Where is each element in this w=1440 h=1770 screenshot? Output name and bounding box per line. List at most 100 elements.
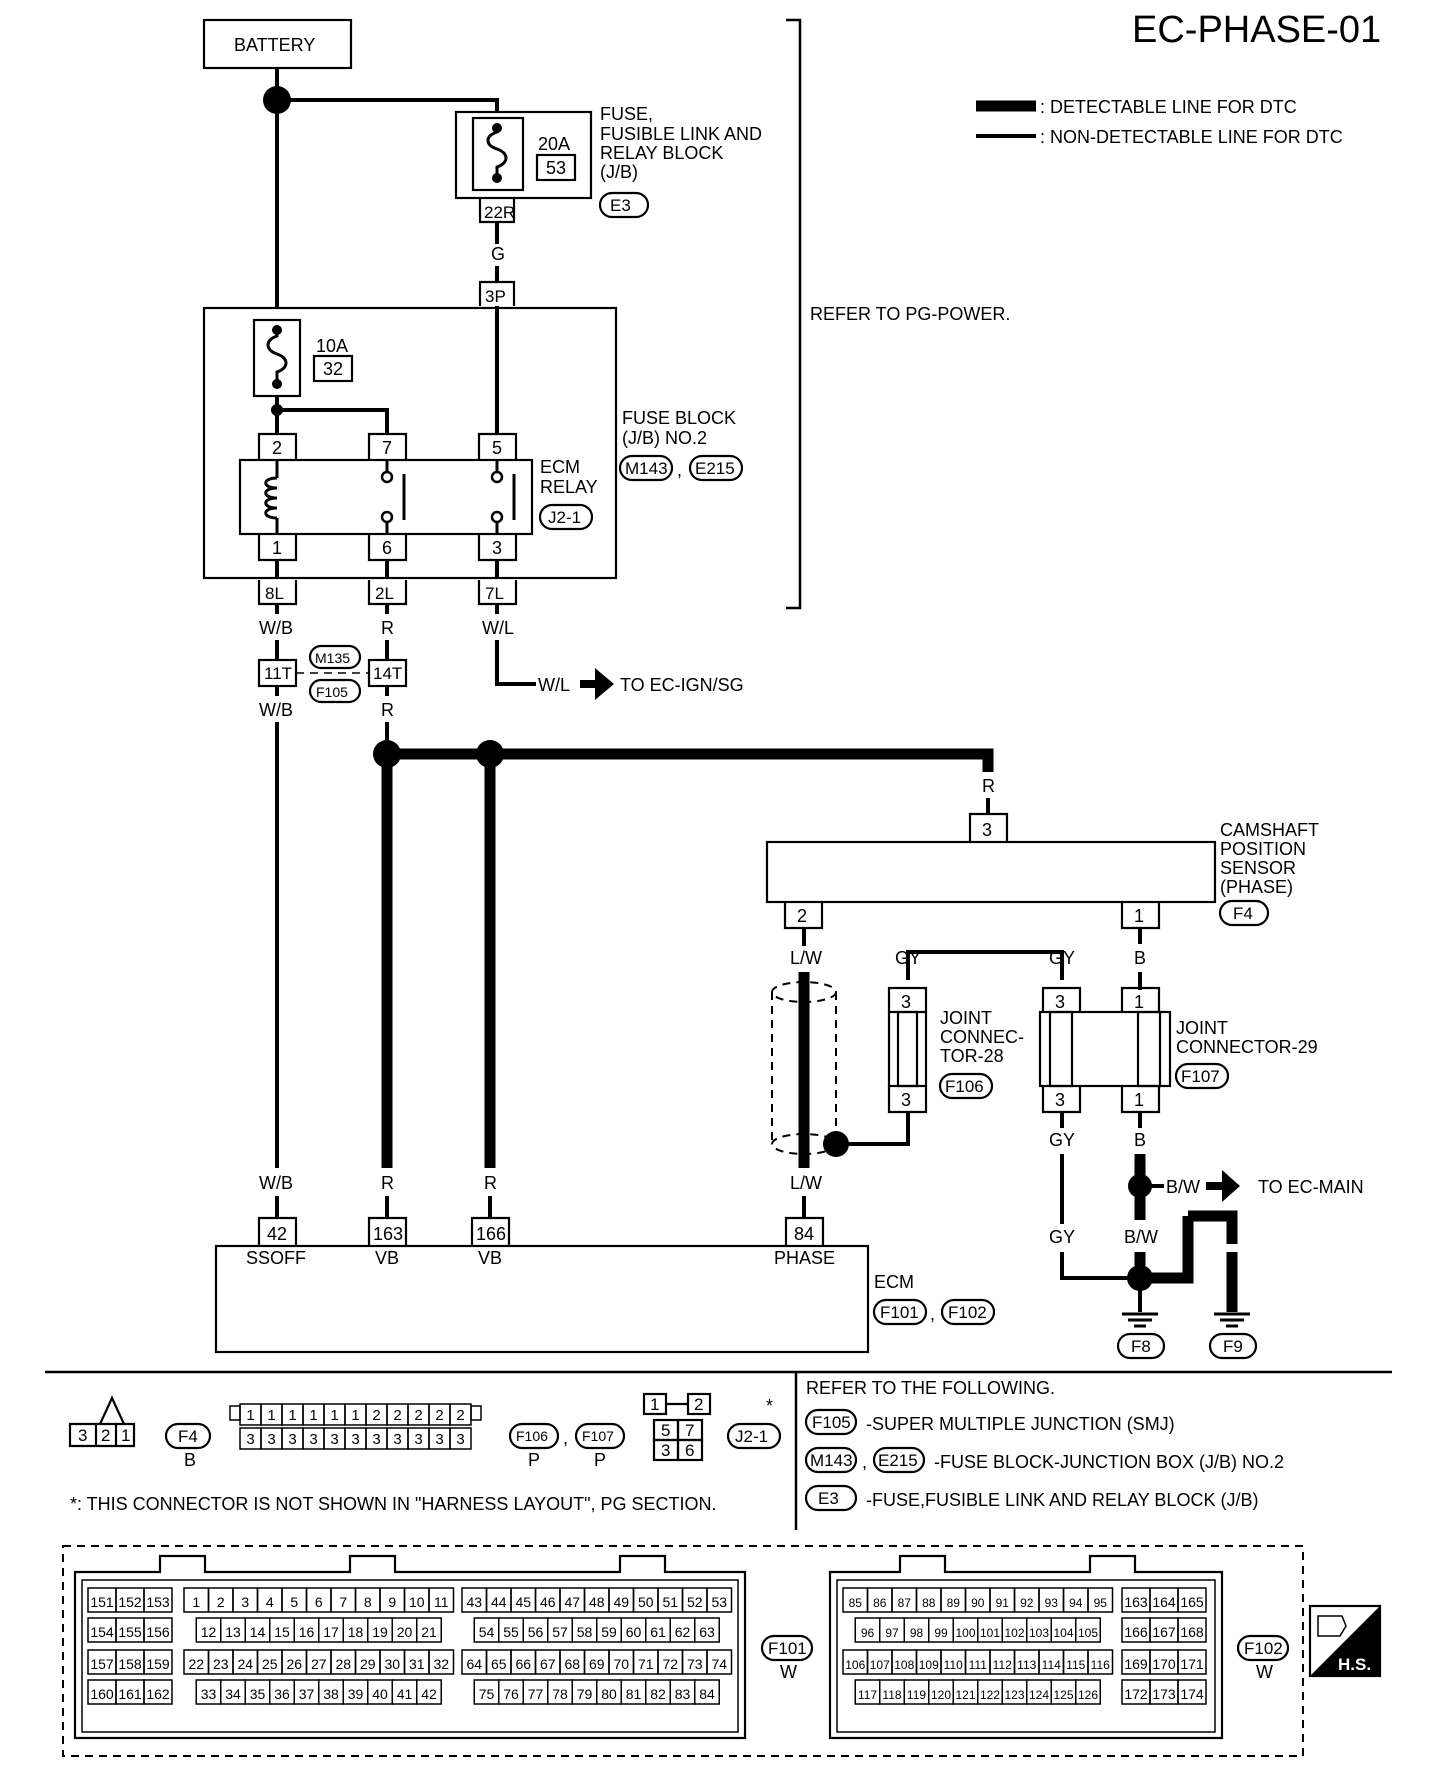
f106-view-pin: 1 bbox=[267, 1407, 275, 1424]
f102-pin: 122 bbox=[980, 1688, 1000, 1702]
connector-view-j21: 1 2 5 7 3 6 bbox=[642, 1392, 712, 1462]
connector-code-f101 bbox=[872, 1298, 928, 1326]
battery-label: BATTERY bbox=[234, 35, 315, 55]
connector-code-f105-text: F105 bbox=[316, 684, 348, 700]
relay-coil-icon bbox=[264, 476, 278, 520]
f101-pin: 19 bbox=[372, 1624, 388, 1640]
connector-code-f106-text: F106 bbox=[945, 1077, 984, 1096]
j21-view-code: J2-1 bbox=[735, 1427, 768, 1446]
f101-pin: 52 bbox=[687, 1594, 703, 1610]
f101-pin: 43 bbox=[466, 1594, 482, 1610]
ecm-pin-name-vb-1: VB bbox=[375, 1248, 399, 1268]
f101-pin: 8 bbox=[364, 1594, 372, 1610]
f102-pin: 169 bbox=[1124, 1656, 1148, 1672]
sensor-label-2: POSITION bbox=[1220, 839, 1306, 859]
connector-code-e215-text: E215 bbox=[695, 459, 735, 478]
f106-view-pin: 2 bbox=[456, 1407, 464, 1424]
wire-r-to-camshaft bbox=[387, 748, 994, 772]
f102-pin: 113 bbox=[1017, 1658, 1036, 1672]
connector-code-m143-text: M143 bbox=[625, 459, 668, 478]
f101-pin: 63 bbox=[699, 1624, 715, 1640]
ecm-pin-84: 84 bbox=[794, 1224, 814, 1244]
f102-pin: 86 bbox=[873, 1596, 887, 1610]
legend-nondetectable-label: : NON-DETECTABLE LINE FOR DTC bbox=[1040, 127, 1343, 147]
wire-color-wl-1: W/L bbox=[482, 618, 514, 638]
f106-view-pin: 3 bbox=[351, 1431, 359, 1448]
wire-gy-split bbox=[906, 950, 1064, 980]
terminal-14t: 14T bbox=[373, 664, 402, 683]
f101-pin: 17 bbox=[323, 1624, 339, 1640]
f102-pin: 96 bbox=[861, 1626, 875, 1640]
refer-code-m143-text: M143 bbox=[810, 1451, 853, 1470]
hs-logo-text: H.S. bbox=[1338, 1655, 1371, 1674]
f102-pin: 98 bbox=[910, 1626, 924, 1640]
f101-pin: 38 bbox=[323, 1686, 339, 1702]
f101-pin: 42 bbox=[421, 1686, 437, 1702]
fuse-block-label-1: FUSE BLOCK bbox=[622, 408, 736, 428]
f101-pin: 36 bbox=[274, 1686, 290, 1702]
ecm-sep: , bbox=[930, 1304, 935, 1324]
f106-view-pin: 1 bbox=[309, 1407, 317, 1424]
f101-pin: 78 bbox=[552, 1686, 568, 1702]
f106-view-pin: 1 bbox=[351, 1407, 359, 1424]
f101-pin: 27 bbox=[311, 1656, 327, 1672]
f102-pin: 92 bbox=[1020, 1596, 1034, 1610]
f101-pin: 1 bbox=[192, 1594, 200, 1610]
f102-pin: 166 bbox=[1124, 1624, 1148, 1640]
f101-pin: 46 bbox=[540, 1594, 556, 1610]
refer-code-m143 bbox=[804, 1446, 858, 1474]
fuse-10a-number: 32 bbox=[323, 359, 343, 379]
terminal-11t: 11T bbox=[264, 664, 292, 683]
f102-pin: 172 bbox=[1124, 1686, 1148, 1702]
wire-color-b-3: B bbox=[1182, 1227, 1194, 1247]
f101-pin: 22 bbox=[188, 1656, 204, 1672]
f101-pin: 83 bbox=[675, 1686, 691, 1702]
relay-pin-3: 3 bbox=[492, 538, 502, 558]
f102-pin: 171 bbox=[1180, 1656, 1204, 1672]
refer-bracket bbox=[786, 18, 802, 610]
connector-code-e3-text: E3 bbox=[610, 196, 631, 215]
f101-pin: 12 bbox=[201, 1624, 217, 1640]
wire-color-r-5: R bbox=[484, 1173, 497, 1193]
f101-pin: 35 bbox=[250, 1686, 266, 1702]
f102-pin: 126 bbox=[1078, 1688, 1098, 1702]
f102-pin: 101 bbox=[980, 1626, 1000, 1640]
f101-pin: 161 bbox=[118, 1686, 142, 1702]
connector-code-j21-text: J2-1 bbox=[548, 508, 581, 527]
f106-view-pin: 2 bbox=[393, 1407, 401, 1424]
j29-label-2: CONNECTOR-29 bbox=[1176, 1037, 1318, 1057]
f101-pin: 6 bbox=[315, 1594, 323, 1610]
f101-pin: 51 bbox=[662, 1594, 678, 1610]
f101-pin: 20 bbox=[397, 1624, 413, 1640]
connector-code-f105 bbox=[308, 678, 362, 704]
f101-pin: 49 bbox=[613, 1594, 629, 1610]
terminal-8l: 8L bbox=[265, 584, 284, 603]
fuse-20a-rating: 20A bbox=[538, 134, 570, 154]
connector-code-m135-text: M135 bbox=[315, 650, 350, 666]
f101-pin: 79 bbox=[577, 1686, 593, 1702]
f102-pin: 163 bbox=[1124, 1594, 1148, 1610]
connector-code-f101-text: F101 bbox=[880, 1303, 919, 1322]
f106-view-pin: 3 bbox=[267, 1431, 275, 1448]
f101-pin: 60 bbox=[626, 1624, 642, 1640]
connector-code-f107-text: F107 bbox=[1181, 1067, 1220, 1086]
j28-pin-bottom: 3 bbox=[901, 1090, 911, 1110]
f102-pin: 110 bbox=[944, 1658, 963, 1672]
wire-color-g: G bbox=[491, 244, 505, 264]
f101-pin: 26 bbox=[286, 1656, 302, 1672]
j21-view-pin-6: 6 bbox=[685, 1441, 694, 1460]
sensor-label-3: SENSOR bbox=[1220, 858, 1296, 878]
f102-pin: 119 bbox=[907, 1688, 926, 1702]
refer-following-heading: REFER TO THE FOLLOWING. bbox=[806, 1378, 1055, 1398]
f101-pin: 45 bbox=[515, 1594, 531, 1610]
sensor-pin-2: 2 bbox=[797, 906, 807, 926]
fuse-10a-rating: 10A bbox=[316, 336, 348, 356]
f4-view-pin-1: 1 bbox=[121, 1426, 130, 1445]
f102-pin: 107 bbox=[870, 1658, 890, 1672]
connector-code-f102-view bbox=[1236, 1634, 1290, 1662]
connector-code-e3 bbox=[598, 191, 650, 219]
wire-color-b-1: B bbox=[1134, 948, 1146, 968]
harness-symbol-icon bbox=[1317, 1615, 1347, 1637]
f102-pin: 95 bbox=[1094, 1596, 1108, 1610]
